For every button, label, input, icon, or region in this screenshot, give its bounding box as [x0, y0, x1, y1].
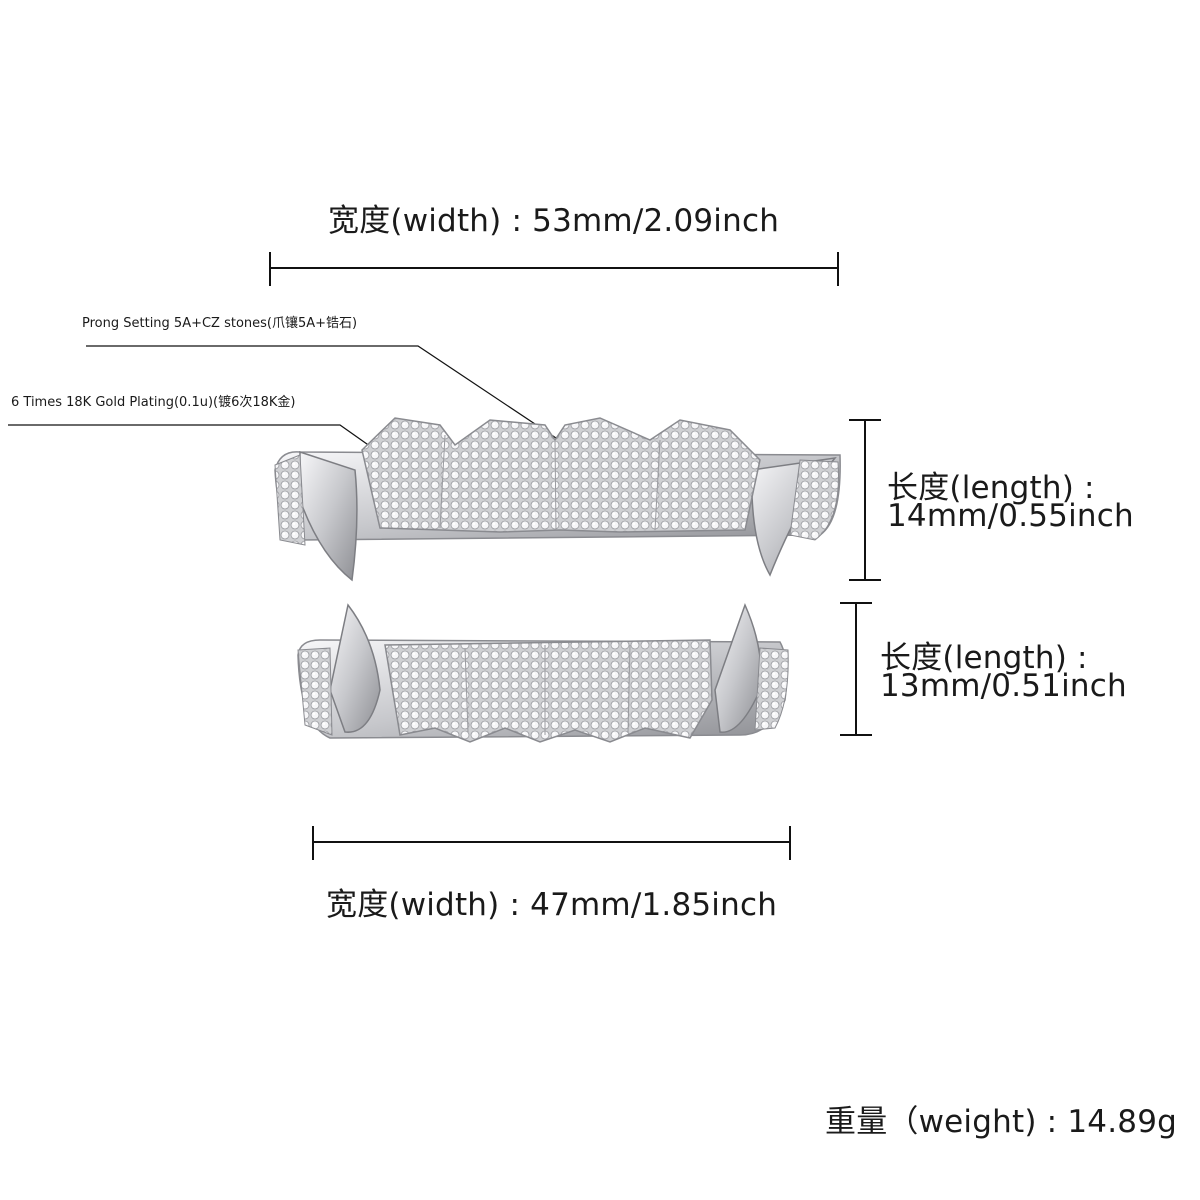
bottom-width-label: 宽度(width) : 47mm/1.85inch — [326, 887, 778, 923]
bottom-length-label: 长度(length) : — [880, 640, 1088, 676]
top-length-label: 长度(length) : — [887, 470, 1095, 506]
bottom-length-value: 13mm/0.51inch — [880, 668, 1127, 704]
weight-label: 重量（weight) : 14.89g — [825, 1104, 1177, 1140]
top-length-value: 14mm/0.55inch — [887, 498, 1134, 534]
plating-callout: 6 Times 18K Gold Plating(0.1u)(镀6次18K金) — [11, 395, 296, 410]
top-width-label: 宽度(width) : 53mm/2.09inch — [328, 203, 780, 239]
prong-setting-callout: Prong Setting 5A+CZ stones(爪镶5A+锆石) — [82, 316, 358, 331]
